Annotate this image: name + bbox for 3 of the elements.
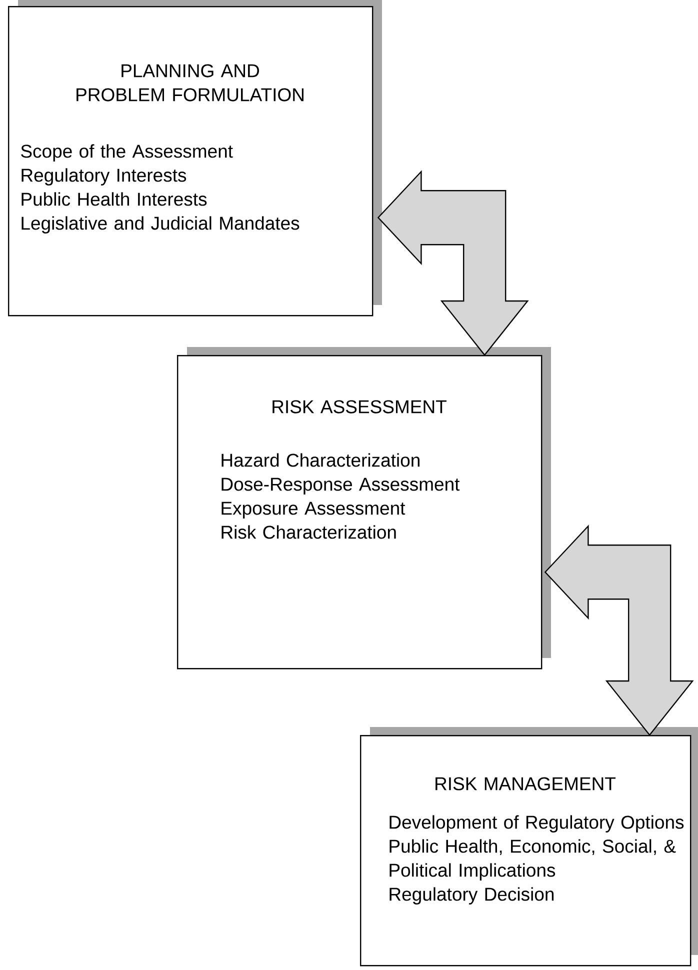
process-box: PLANNING AND PROBLEM FORMULATION Scope of the Assessment Regulatory Interests Public Health Interests Legislative and Judicial Mandates xyxy=(8,0,382,316)
process-box: RISK MANAGEMENT Development of Regulatory Options Public Health, Economic, Social, & Political Implications Regulatory Decision xyxy=(360,727,698,966)
process-box: RISK ASSESSMENT Hazard Characterization Dose-Response Assessment Exposure Assessment Risk Characterization xyxy=(177,347,551,670)
